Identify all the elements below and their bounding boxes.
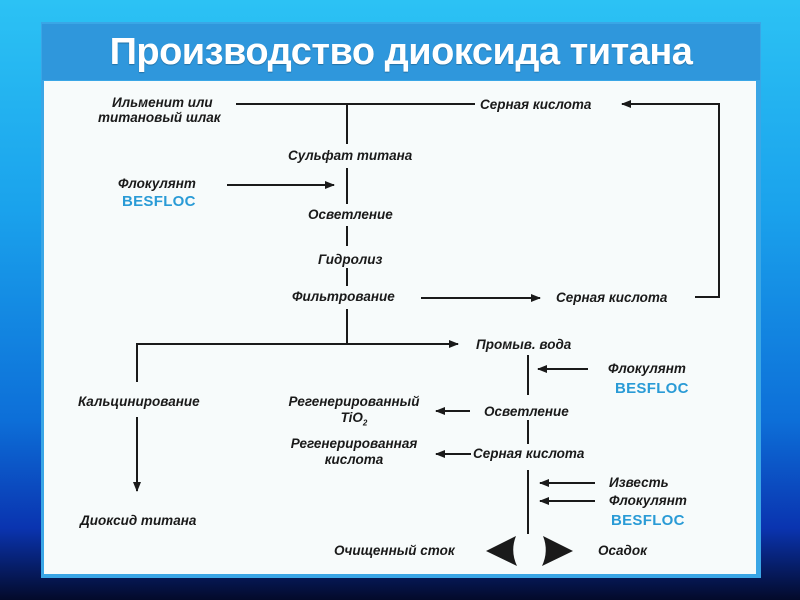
node-clarification-2: Осветление <box>484 404 569 419</box>
page-title: Производство диоксида титана <box>109 30 693 73</box>
node-regen-acid: Регенерированная кислота <box>275 436 433 468</box>
node-treated-effluent: Очищенный сток <box>334 543 455 558</box>
node-titanium-dioxide: Диоксид титана <box>80 513 197 528</box>
title-bar: Производство диоксида титана <box>42 24 760 80</box>
regen-acid-line1: Регенерированная <box>290 436 418 451</box>
regen-acid-line2: кислота <box>324 452 384 467</box>
arrowhead-sediment <box>542 536 573 566</box>
diagram-panel <box>44 81 756 574</box>
node-wash-water: Промыв. вода <box>476 337 572 352</box>
node-regen-tio2: Регенерированный TiO2 <box>275 394 433 432</box>
node-flocculant-2: Флокулянт <box>608 361 686 376</box>
edge-acid-recycle <box>621 100 720 298</box>
node-sulfuric-acid-mid: Серная кислота <box>556 290 668 305</box>
brand-besfloc-2: BESFLOC <box>615 380 689 397</box>
node-flocculant-3: Флокулянт <box>609 493 687 508</box>
edge-to-calcination <box>136 343 347 382</box>
node-ilmenite-line2: титановый шлак <box>98 110 221 125</box>
node-sulfuric-acid-low: Серная кислота <box>473 446 585 461</box>
node-filtration: Фильтрование <box>292 289 395 304</box>
node-flocculant-1: Флокулянт <box>118 176 196 191</box>
regen-tio2-formula: TiO2 <box>340 410 368 428</box>
arrowhead-treated-effluent <box>486 536 517 566</box>
node-titanium-sulfate: Сульфат титана <box>288 148 413 163</box>
node-hydrolysis: Гидролиз <box>318 252 383 267</box>
node-calcination: Кальцинирование <box>78 394 200 409</box>
brand-besfloc-3: BESFLOC <box>611 512 685 529</box>
regen-tio2-line1: Регенерированный <box>288 394 420 409</box>
node-lime: Известь <box>609 475 669 490</box>
node-ilmenite-line1: Ильменит или <box>112 95 213 110</box>
formula-base: TiO <box>340 410 363 425</box>
node-sulfuric-acid-top: Серная кислота <box>480 97 592 112</box>
node-sediment: Осадок <box>598 543 647 558</box>
brand-besfloc-1: BESFLOC <box>122 193 196 210</box>
node-clarification-1: Осветление <box>308 207 393 222</box>
formula-subscript: 2 <box>362 418 368 428</box>
